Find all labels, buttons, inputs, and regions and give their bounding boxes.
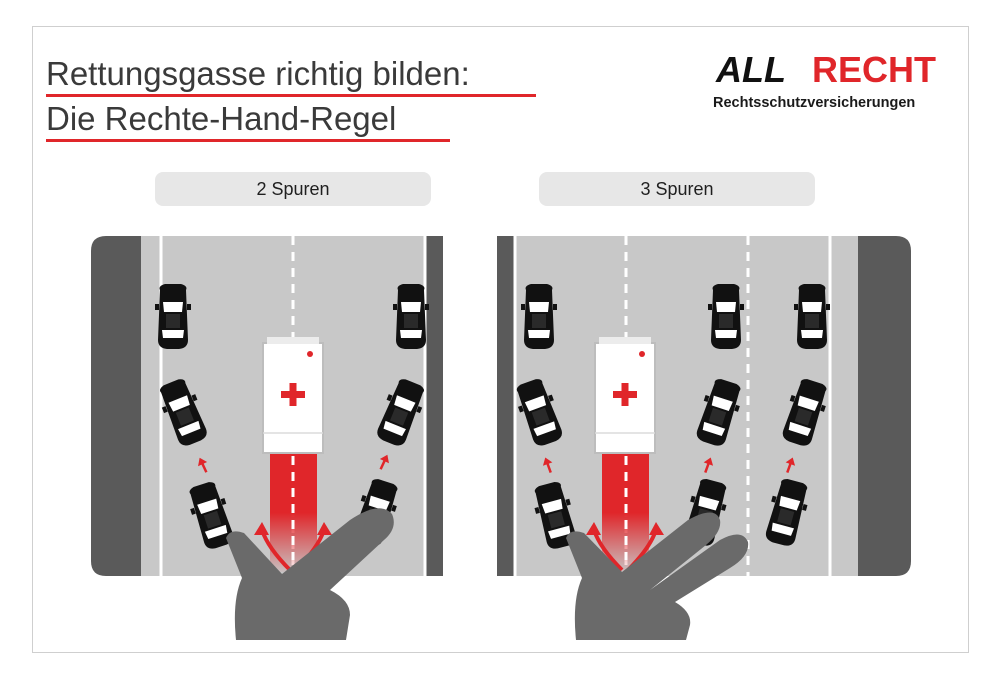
brand-logo: ALL RECHT xyxy=(715,50,936,90)
page-title-line-1: Rettungsgasse richtig bilden: xyxy=(46,55,470,92)
car-icon xyxy=(155,284,191,349)
car-icon xyxy=(521,284,557,349)
car-icon xyxy=(393,284,429,349)
panel-label-3-lanes: 3 Spuren xyxy=(539,172,815,206)
title-underline-2 xyxy=(46,139,450,142)
hand-icon-left xyxy=(226,508,394,640)
brand-name-recht: RECHT xyxy=(812,50,936,90)
hand-icon-right xyxy=(566,512,749,640)
panel-label-2-lanes: 2 Spuren xyxy=(155,172,431,206)
car-icon xyxy=(794,284,830,349)
brand-name-all: ALL xyxy=(715,50,786,90)
ambulance-icon-right xyxy=(594,336,656,454)
brand-subtitle: Rechtsschutzversicherungen xyxy=(713,95,916,111)
ambulance-icon-left xyxy=(262,336,324,454)
car-icon xyxy=(708,284,744,349)
page-title-line-2: Die Rechte-Hand-Regel xyxy=(46,100,397,137)
title-underline-1 xyxy=(46,94,536,97)
